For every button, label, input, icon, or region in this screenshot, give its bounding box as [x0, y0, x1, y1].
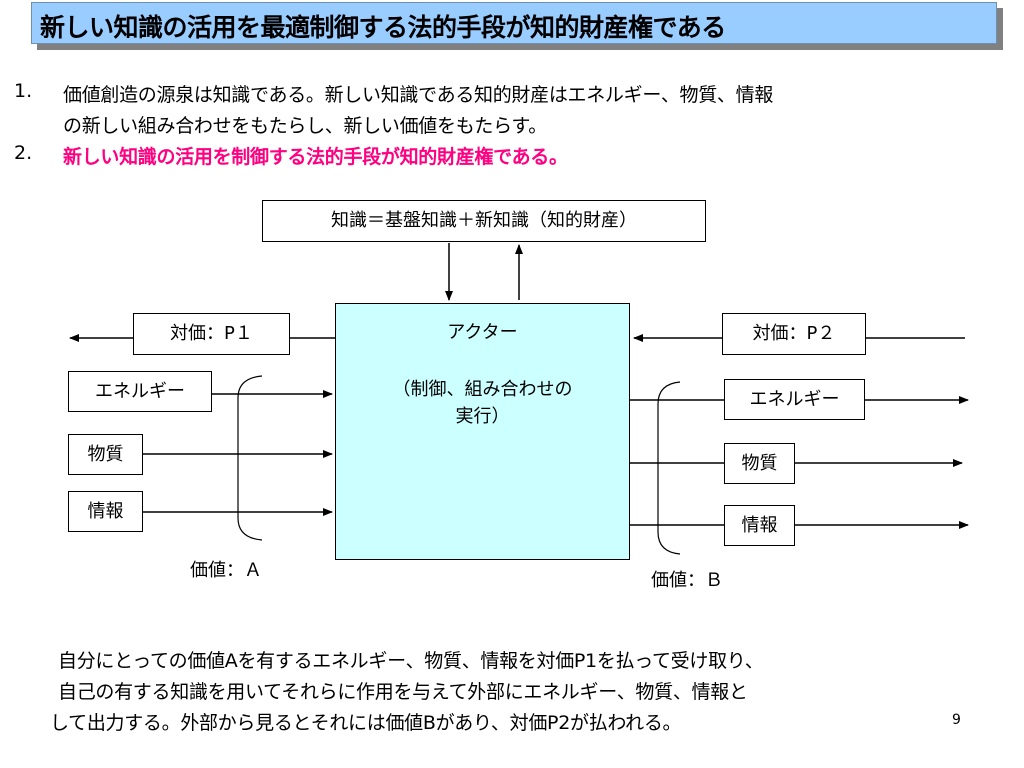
list-item-2: 新しい知識の活用を制御する法的手段が知的財産権である。 [63, 146, 568, 168]
value-b-label: 価値：Ｂ [651, 570, 723, 591]
list-item-1-line-2: の新しい組み合わせをもたらし、新しい価値をもたらす。 [63, 115, 547, 137]
value-b-bracket [657, 381, 681, 555]
list-number-1: 1. [14, 80, 33, 102]
title-bar: 新しい知識の活用を最適制御する法的手段が知的財産権である [31, 2, 997, 44]
value-a-bracket [237, 375, 263, 541]
value-a-label: 価値：Ａ [190, 560, 262, 581]
actor-box: アクター （制御、組み合わせの 実行） [335, 303, 630, 560]
summary-line-3: して出力する。外部から見るとそれには価値Bがあり、対価P2が払われる。 [50, 712, 682, 734]
output-matter-box: 物質 [724, 443, 795, 484]
input-energy-box: エネルギー [68, 371, 212, 412]
payment-p2-box: 対価：P２ [722, 313, 866, 355]
output-information-box: 情報 [724, 505, 795, 546]
output-energy-box: エネルギー [724, 379, 865, 420]
page-number: 9 [952, 712, 961, 728]
slide-title: 新しい知識の活用を最適制御する法的手段が知的財産権である [40, 13, 726, 42]
payment-p1-box: 対価：P１ [133, 313, 290, 355]
summary-line-1: 自分にとっての価値Aを有するエネルギー、物質、情報を対価P1を払って受け取り、 [58, 650, 764, 672]
list-item-1-line-1: 価値創造の源泉は知識である。新しい知識である知的財産はエネルギー、物質、情報 [63, 84, 774, 106]
input-information-box: 情報 [68, 491, 143, 532]
actor-title: アクター [447, 322, 518, 343]
knowledge-box: 知識＝基盤知識＋新知識（知的財産） [262, 200, 706, 242]
summary-line-2: 自己の有する知識を用いてそれらに作用を与えて外部にエネルギー、物質、情報と [58, 681, 748, 703]
actor-description: （制御、組み合わせの 実行） [392, 379, 573, 427]
input-matter-box: 物質 [68, 434, 143, 475]
list-number-2: 2. [14, 142, 33, 164]
